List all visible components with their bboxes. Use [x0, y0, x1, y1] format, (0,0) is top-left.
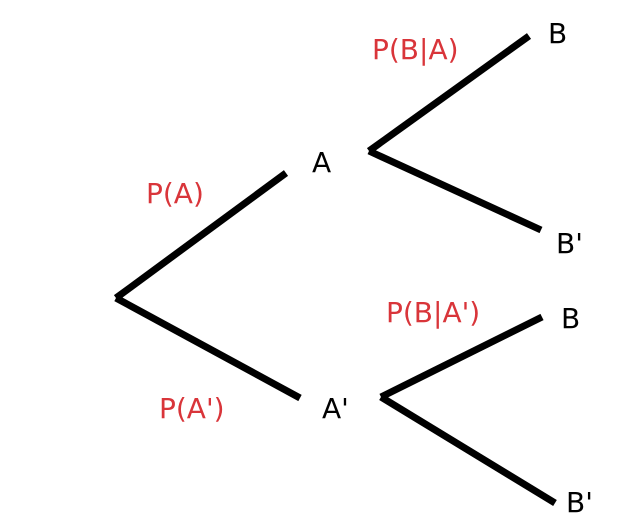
node-b-after-a: B: [548, 17, 567, 50]
probability-a-label: P(A): [146, 177, 204, 210]
branch-a-complement-to-b-complement: [379, 394, 557, 506]
node-b-complement-after-a-complement: B': [566, 486, 593, 519]
branch-a-to-b: [366, 33, 532, 154]
probability-b-given-a-label: P(B|A): [372, 33, 459, 66]
branch-a-to-b-complement: [367, 147, 543, 234]
branch-root-to-a-complement: [114, 294, 302, 402]
node-a: A: [312, 146, 331, 179]
node-b-after-a-complement: B: [561, 302, 580, 335]
node-b-complement-after-a: B': [556, 227, 583, 260]
node-a-complement: A': [322, 392, 349, 425]
branch-root-to-a: [113, 170, 289, 301]
probability-b-given-a-complement-label: P(B|A'): [386, 296, 480, 329]
probability-a-complement-label: P(A'): [159, 392, 225, 425]
branch-a-complement-to-b: [379, 313, 544, 401]
